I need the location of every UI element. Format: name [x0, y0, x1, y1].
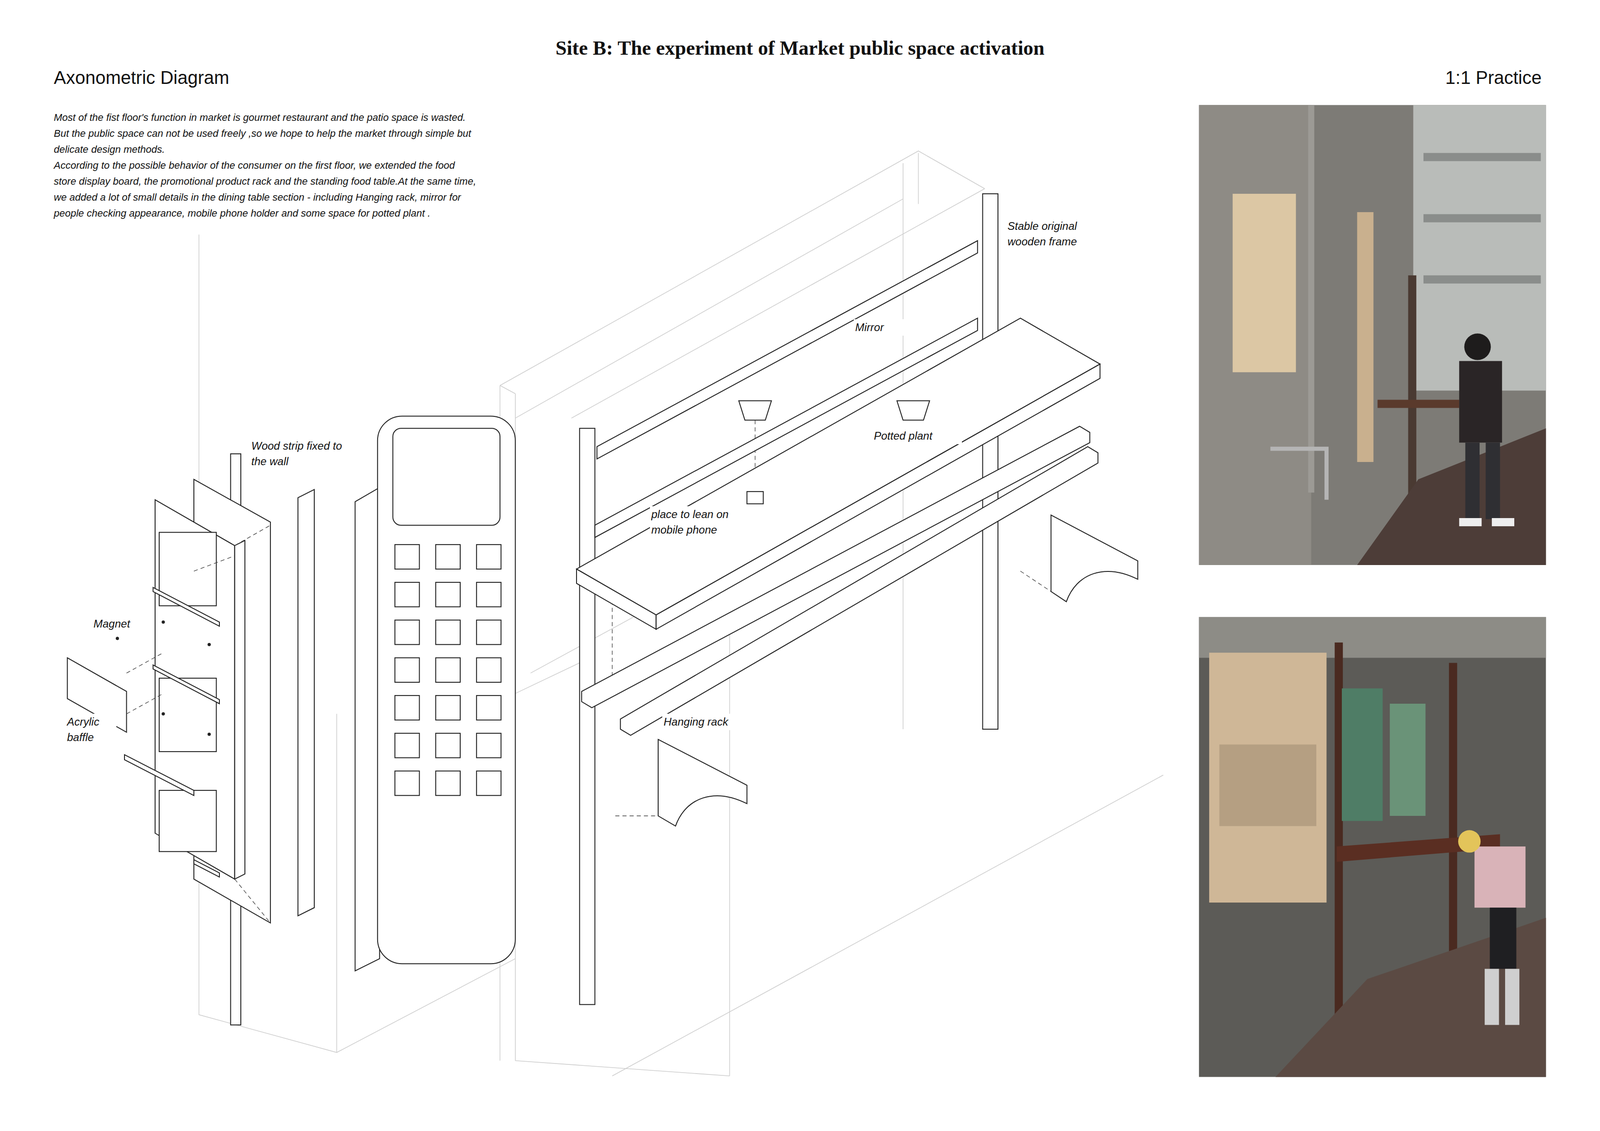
magnet-dots [115, 620, 212, 737]
section-heading: Axonometric Diagram [53, 67, 230, 89]
photo-top [1199, 104, 1547, 566]
display-plate [476, 695, 502, 721]
section-heading: 1:1 Practice [1445, 67, 1542, 89]
display-plate [394, 771, 420, 796]
description-column: Most of the fist floor's function in mar… [53, 109, 478, 222]
callout-label: Stable original wooden frame [1006, 218, 1105, 250]
callout-label: place to lean on mobile phone [649, 506, 751, 538]
display-plate [476, 620, 502, 645]
display-plate [394, 582, 420, 608]
display-plate [435, 733, 461, 759]
display-plate [476, 582, 502, 608]
callout-label: Wood strip fixed to the wall [249, 437, 351, 470]
display-board [355, 415, 516, 972]
callout-label: Magnet [92, 615, 150, 633]
display-plate [476, 733, 502, 759]
callout-label: Acrylic baffle [65, 713, 117, 746]
callout-label: Mirror [853, 319, 921, 336]
page-title: Site B: The experiment of Market public … [0, 36, 1600, 60]
callout-label: Potted plant [872, 427, 962, 445]
display-plate [476, 544, 502, 570]
description-text: According to the possible behavior of th… [53, 157, 478, 222]
display-plate [435, 620, 461, 645]
display-plate [394, 695, 420, 721]
display-plate [435, 771, 461, 796]
callout-label: Hanging rack [662, 713, 757, 731]
display-plate [394, 620, 420, 645]
display-plate [476, 771, 502, 796]
display-plate [435, 657, 461, 683]
display-plate [435, 582, 461, 608]
display-plate [394, 733, 420, 759]
display-plate [476, 657, 502, 683]
display-plate [435, 544, 461, 570]
description-text: Most of the fist floor's function in mar… [53, 109, 478, 158]
context-lines [198, 150, 1164, 1076]
display-plate [394, 544, 420, 570]
table-frame [576, 193, 1138, 1005]
display-plate [435, 695, 461, 721]
photo-bottom [1199, 617, 1547, 1078]
display-plate [394, 657, 420, 683]
